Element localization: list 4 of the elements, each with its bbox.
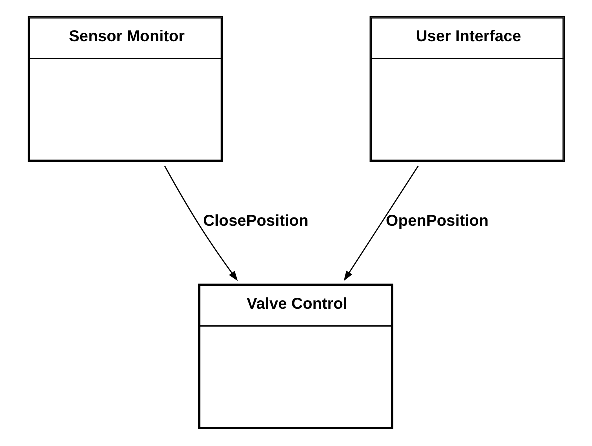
edge-label: OpenPosition — [386, 213, 488, 230]
arrow — [164, 166, 238, 282]
arrow — [343, 166, 418, 282]
edge-label: ClosePosition — [202, 213, 308, 230]
